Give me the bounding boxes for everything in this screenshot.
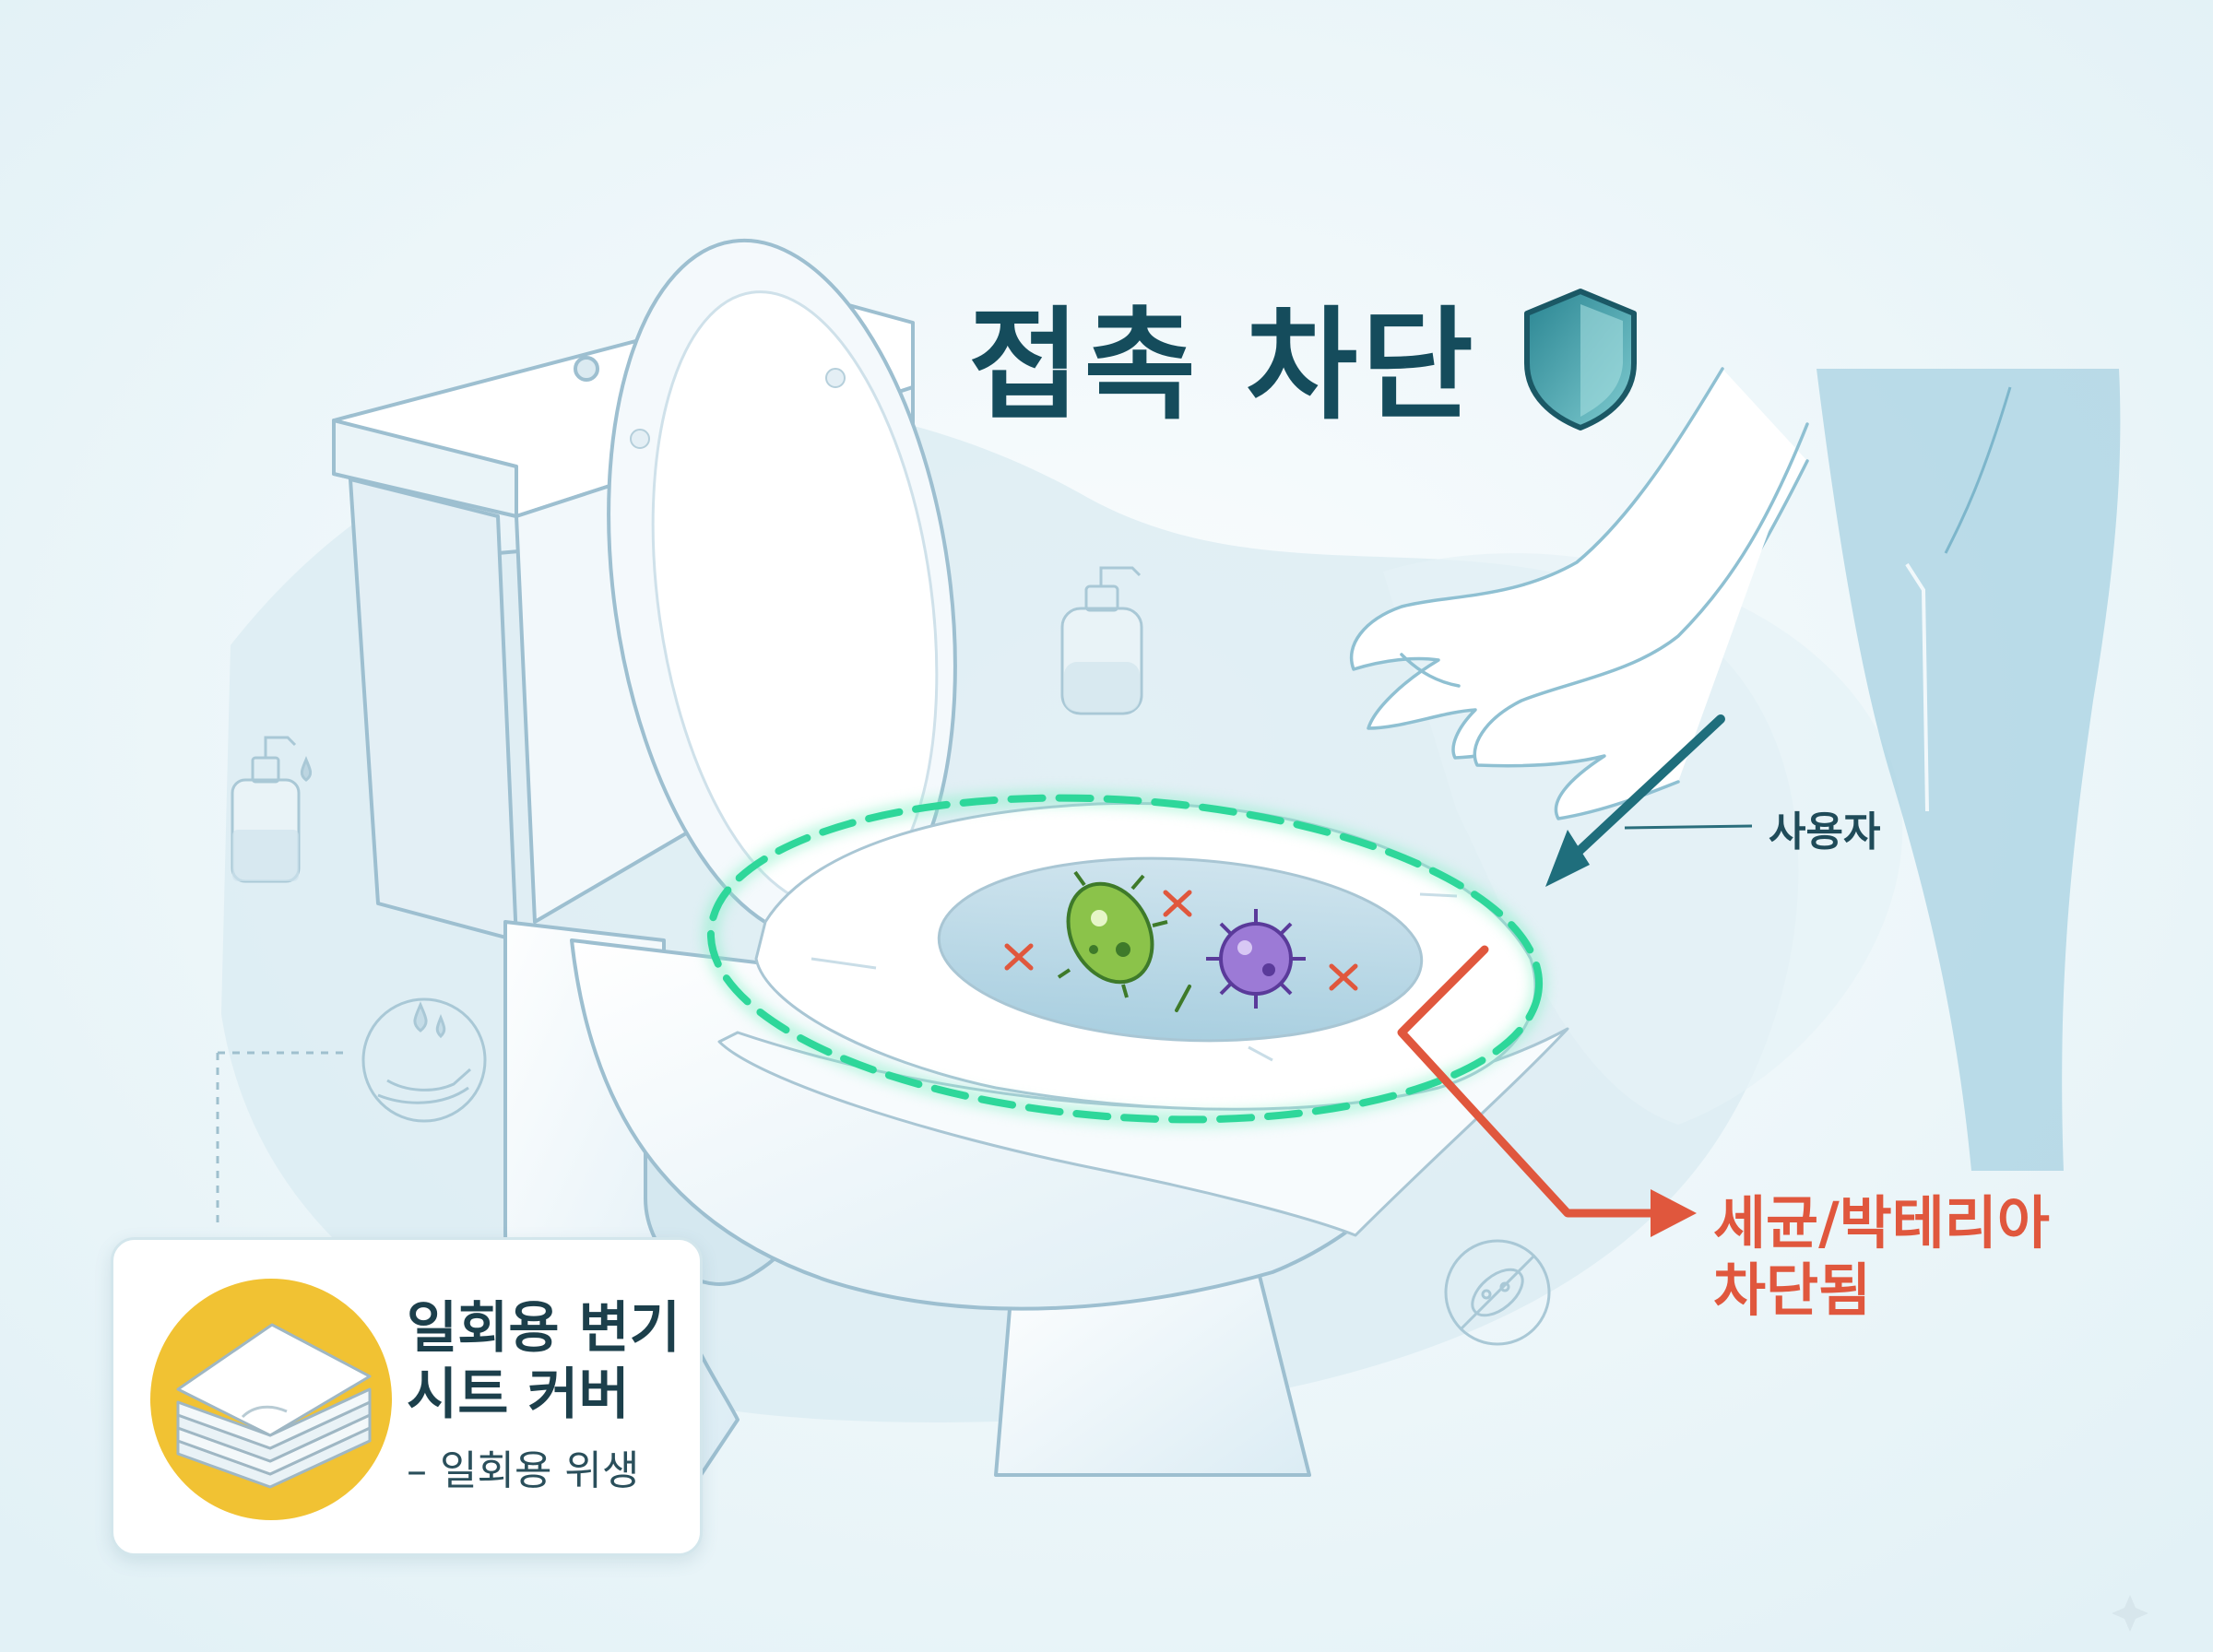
bacteria-blocked-arrow <box>1397 945 1697 1237</box>
blocked-x-mark <box>1329 963 1358 991</box>
product-title-line1: 일회용 변기 <box>407 1296 680 1361</box>
sparkle-icon <box>2112 1595 2148 1632</box>
soap-bottle-icon <box>231 736 313 883</box>
user-label: 사용자 <box>1769 808 1881 856</box>
virus-icon <box>1206 909 1306 1009</box>
shield-icon <box>1524 289 1637 431</box>
product-subtitle: – 일회용 위생 <box>407 1447 640 1494</box>
soap-bottle-icon <box>1060 566 1143 715</box>
user-legs <box>1817 369 2121 1171</box>
page-title: 접촉 차단 <box>968 295 1477 437</box>
paper-stack-icon <box>150 1279 392 1520</box>
bacteria-blocked-line1: 세균/박테리아 <box>1713 1189 2050 1257</box>
bacteria-blocked-line2: 차단됨 <box>1713 1257 1872 1325</box>
bacteria-blocked-label: 세균/박테리아 차단됨 <box>1713 1189 2050 1324</box>
toilet-lid <box>607 238 957 942</box>
hand-water-icon <box>361 997 487 1123</box>
user-hands <box>1349 367 1809 820</box>
user-arrow <box>1545 714 1753 887</box>
blocked-x-mark <box>1004 943 1034 971</box>
no-germ-icon <box>1444 1239 1551 1346</box>
product-text: 일회용 변기 시트 커버 – 일회용 위생 <box>407 1295 680 1496</box>
blocked-x-mark <box>1163 890 1192 917</box>
contact-barrier-outline <box>703 790 1547 1127</box>
germ-icon <box>1057 870 1168 998</box>
product-card: 일회용 변기 시트 커버 – 일회용 위생 <box>111 1237 703 1556</box>
product-title-line2: 시트 커버 <box>407 1363 630 1427</box>
